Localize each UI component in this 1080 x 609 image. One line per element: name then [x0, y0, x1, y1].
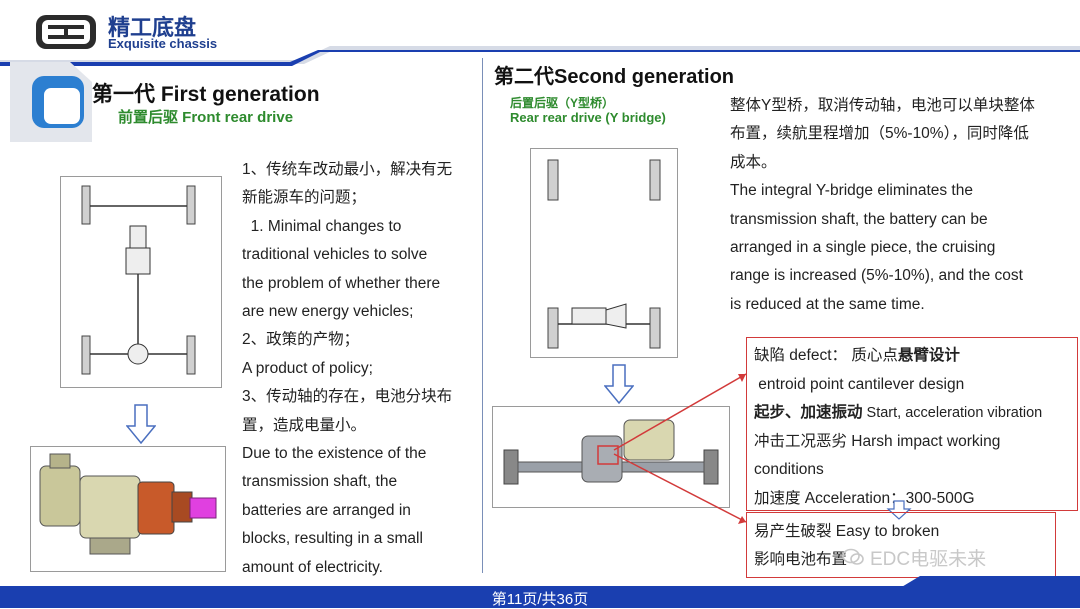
footer-accent	[900, 576, 1080, 588]
text-line: 1. Minimal changes to	[242, 217, 402, 235]
defect-label: 缺陷 defect： 质心点	[754, 347, 898, 364]
text-line: 缺陷 defect： 质心点悬臂设计	[754, 342, 1042, 371]
text-line: arranged in a single piece, the cruising	[730, 239, 996, 257]
text-line: Due to the existence of the	[242, 445, 427, 463]
text-line: A product of policy;	[242, 359, 373, 377]
vibration-text: Start, acceleration vibration	[862, 405, 1043, 421]
brand-name-en: Exquisite chassis	[108, 36, 218, 51]
text-line: 加速度 Acceleration：300-500G	[754, 489, 975, 507]
defect-callout-text: 缺陷 defect： 质心点悬臂设计 entroid point cantile…	[754, 342, 1042, 513]
first-generation-description: 1、传统车改动最小，解决有无 新能源车的问题； 1. Minimal chang…	[242, 156, 474, 582]
broken-callout-text: 易产生破裂 Easy to broken 影响电池布置	[754, 518, 939, 574]
text-line: entroid point cantilever design	[754, 375, 965, 393]
first-generation-title: 第一代 First generation	[92, 83, 320, 106]
text-line: 3、传动轴的存在，电池分块布	[242, 388, 453, 406]
broken-callout-box	[746, 512, 1056, 578]
down-arrow-icon	[126, 404, 156, 444]
second-generation-title: 第二代Second generation	[494, 66, 735, 88]
second-generation-description: 整体Y型桥，取消传动轴，电池可以单块整体 布置，续航里程增加（5%-10%），同…	[730, 92, 1070, 319]
section-icon	[10, 62, 92, 142]
column-divider	[482, 58, 483, 573]
down-arrow-icon	[604, 364, 634, 404]
text-line: amount of electricity.	[242, 558, 383, 576]
vibration-emphasis: 起步、加速振动	[754, 404, 863, 421]
text-line: the problem of whether there	[242, 274, 441, 292]
text-line: transmission shaft, the battery can be	[730, 210, 988, 228]
text-line: conditions	[754, 461, 824, 478]
drivetrain-3d-image	[30, 446, 226, 572]
first-generation-subtitle: 前置后驱 Front rear drive	[118, 109, 294, 126]
page-number: 第11页/共36页	[491, 591, 589, 608]
text-line: 整体Y型桥，取消传动轴，电池可以单块整体	[730, 97, 1035, 114]
text-line: 易产生破裂 Easy to broken	[754, 523, 940, 540]
text-line: 2、政策的产物；	[242, 331, 360, 349]
y-bridge-schematic	[530, 148, 678, 358]
second-generation-subtitle-cn: 后置后驱（Y型桥）	[510, 96, 615, 110]
y-bridge-axle-3d-image	[492, 406, 730, 508]
front-rear-drive-schematic	[60, 176, 222, 388]
text-line: 1、传统车改动最小，解决有无	[242, 161, 453, 178]
text-line: 成本。	[730, 153, 777, 171]
header-band	[0, 46, 1080, 66]
text-line: 起步、加速振动 Start, acceleration vibration	[754, 399, 1042, 428]
brand-name-cn: 精工底盘	[108, 15, 197, 40]
second-generation-subtitle-en: Rear rear drive (Y bridge)	[510, 110, 666, 125]
text-line: batteries are arranged in	[242, 501, 411, 519]
footer-bar	[0, 586, 1080, 608]
text-line: transmission shaft, the	[242, 473, 398, 491]
small-down-arrow-icon	[886, 500, 912, 520]
defect-callout-box	[746, 337, 1078, 511]
text-line: 新能源车的问题；	[242, 189, 367, 207]
text-line: blocks, resulting in a small	[242, 530, 423, 548]
text-line: traditional vehicles to solve	[242, 246, 428, 264]
text-line: 冲击工况恶劣 Harsh impact working	[754, 432, 1001, 450]
text-line: 置，造成电量小。	[242, 416, 367, 434]
text-line: is reduced at the same time.	[730, 295, 925, 313]
text-line: The integral Y-bridge eliminates the	[730, 182, 973, 200]
text-line: 影响电池布置	[754, 551, 848, 568]
wechat-icon	[842, 548, 864, 565]
text-line: 布置，续航里程增加（5%-10%），同时降低	[730, 125, 1029, 143]
watermark-text: EDC电驱未来	[870, 549, 987, 570]
callout-arrows	[613, 373, 747, 524]
defect-emphasis: 悬臂设计	[897, 347, 960, 364]
text-line: are new energy vehicles;	[242, 303, 414, 321]
text-line: range is increased (5%-10%), and the cos…	[730, 267, 1023, 285]
company-logo	[36, 15, 96, 49]
